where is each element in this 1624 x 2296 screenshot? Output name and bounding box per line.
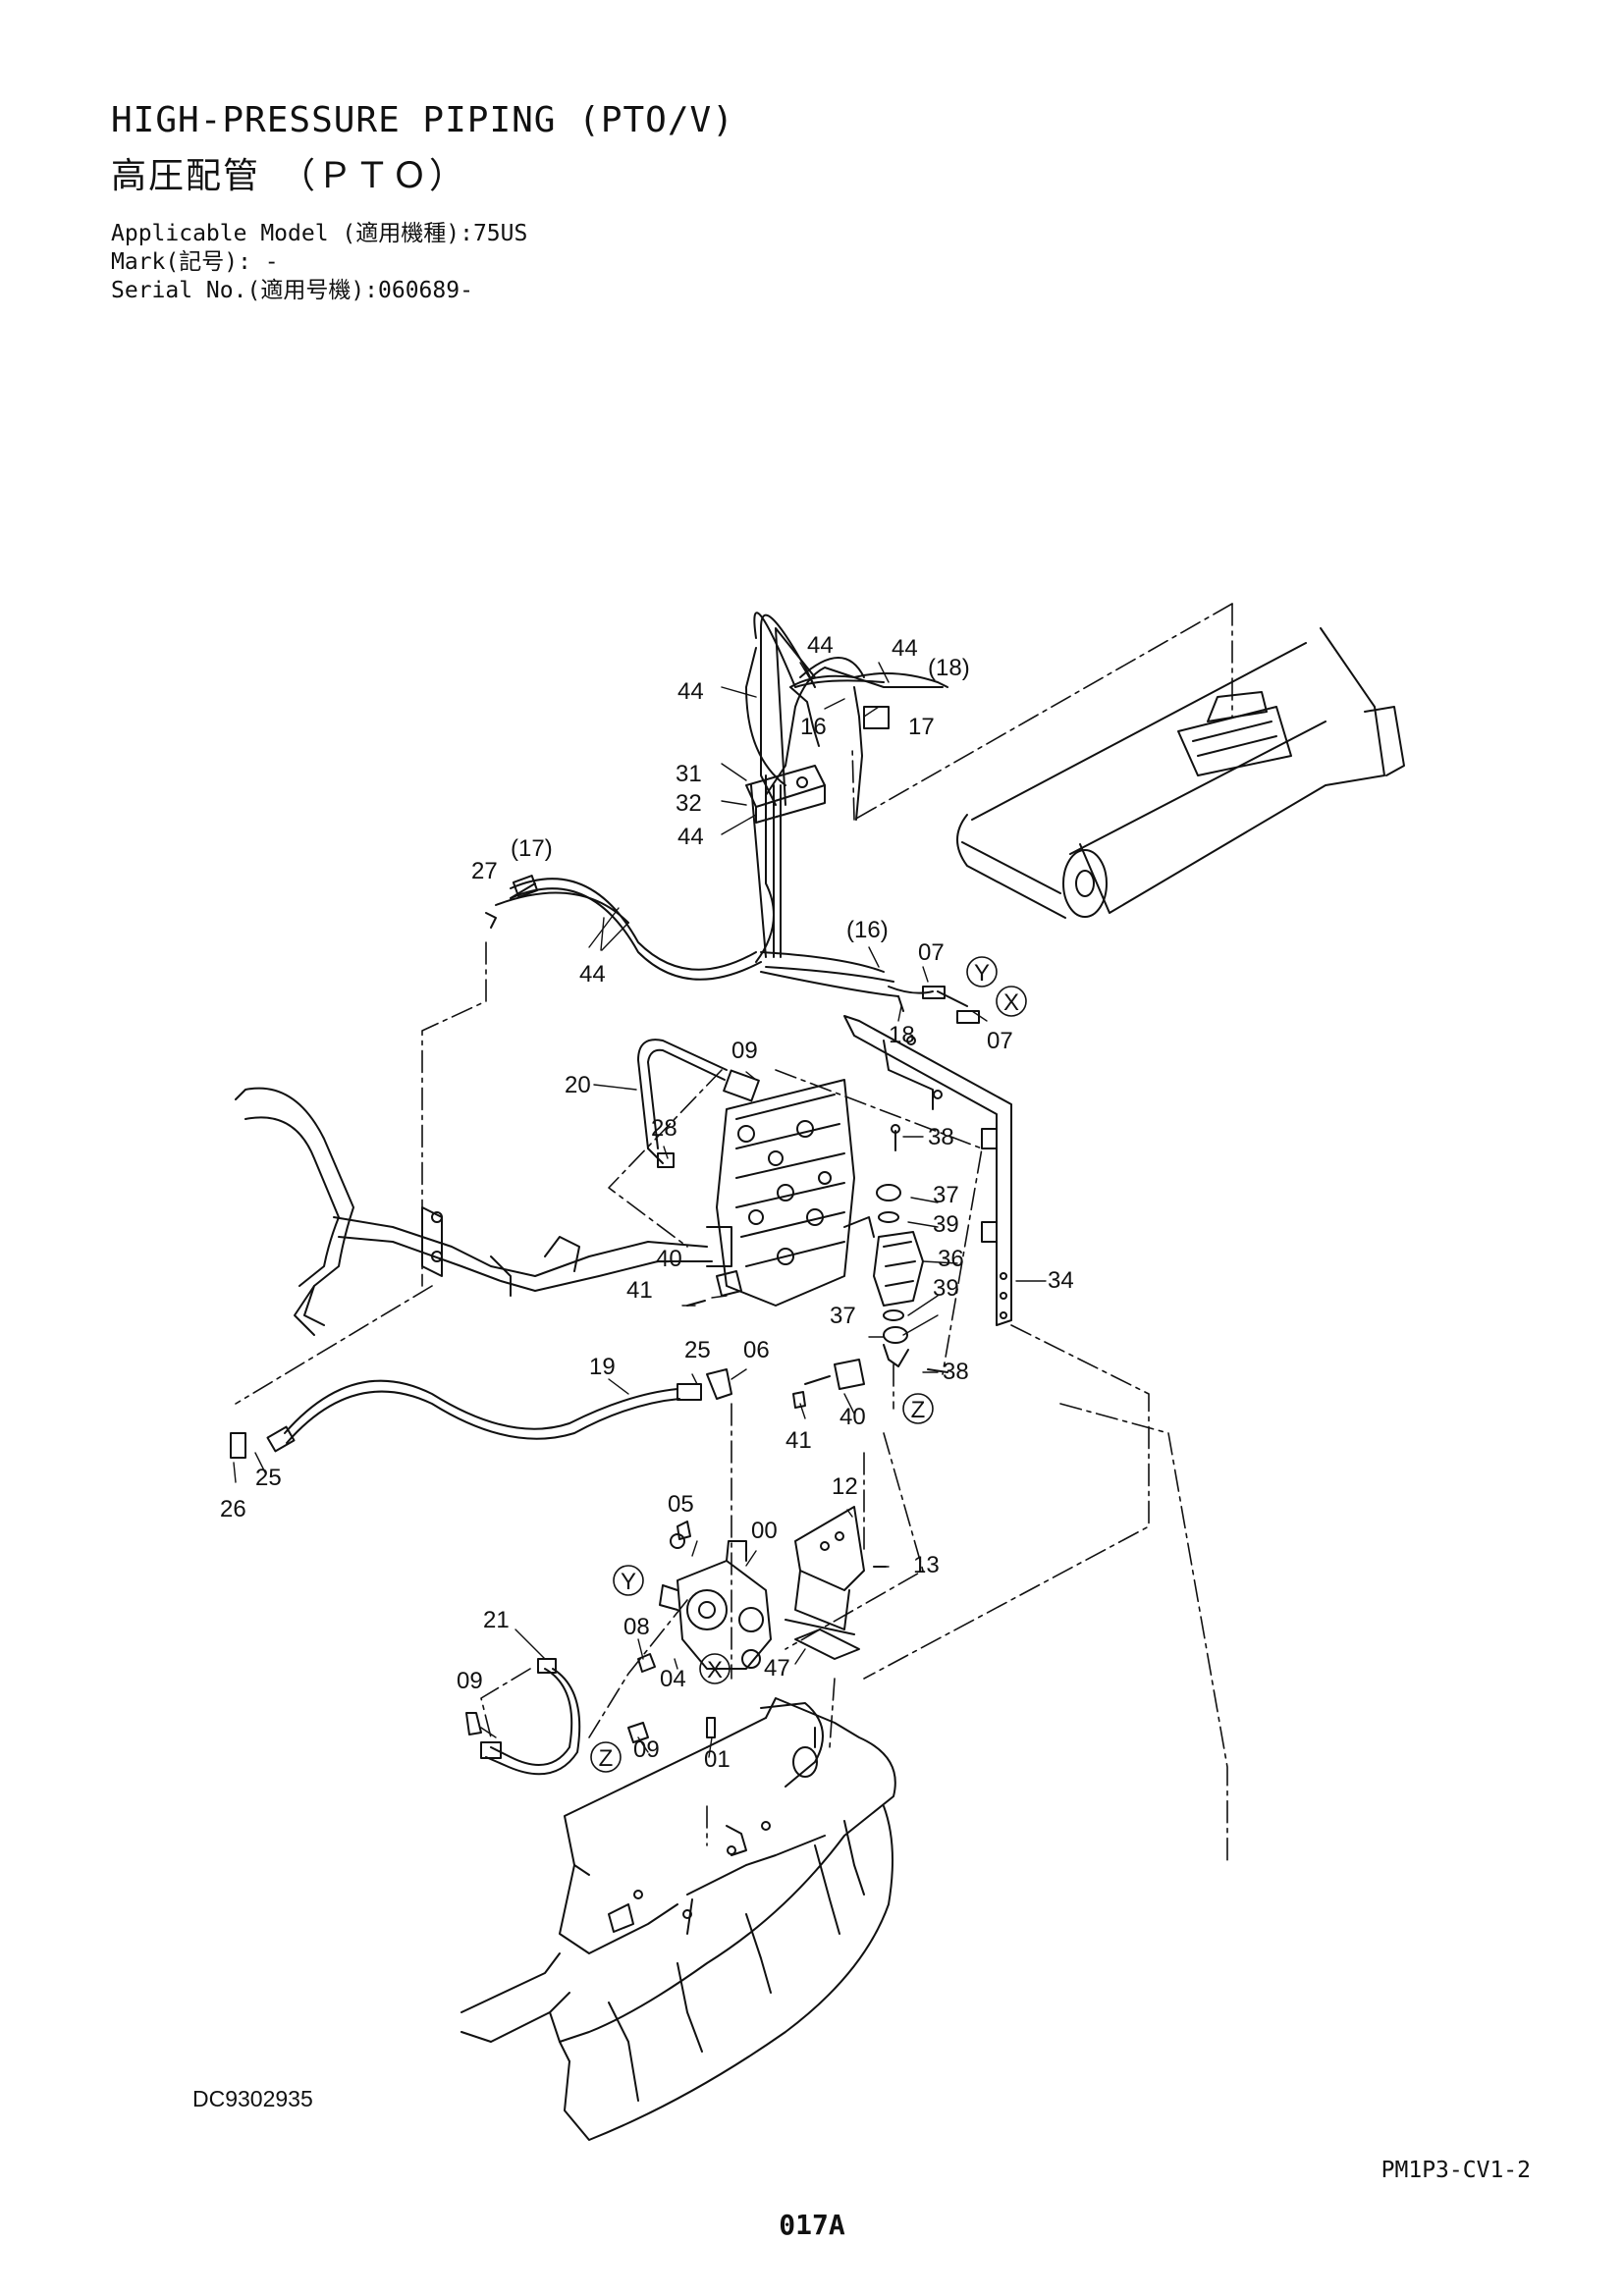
- pipe-20: [637, 1039, 760, 1168]
- bracket-34: [843, 1015, 1012, 1326]
- page-title: HIGH-PRESSURE PIPING (PTO/V): [111, 100, 734, 140]
- callout-18-ref: (18): [928, 655, 970, 681]
- callout-00: 00: [751, 1518, 778, 1544]
- control-valve: [716, 1079, 875, 1307]
- leader-lines: [235, 603, 1233, 1866]
- callout-01: 01: [704, 1746, 731, 1773]
- callout-labels: 44 44 (18) 44 16 17 31 32 44 27 (17) 44 …: [220, 632, 1074, 1773]
- callout-18: 18: [889, 1022, 915, 1048]
- callout-41: 41: [626, 1277, 653, 1304]
- callout-39: 39: [933, 1275, 959, 1302]
- small-fittings: [627, 1391, 806, 1743]
- boom-drawing: [956, 627, 1405, 919]
- callout-08: 08: [623, 1614, 650, 1640]
- callout-27: 27: [471, 858, 498, 884]
- callout-44: 44: [677, 678, 704, 705]
- callout-38: 38: [943, 1359, 969, 1385]
- callout-39: 39: [933, 1211, 959, 1238]
- callout-06: 06: [743, 1337, 770, 1363]
- port-x-label: X: [707, 1657, 723, 1683]
- callout-40: 40: [656, 1246, 682, 1272]
- brackets-40: [686, 1270, 865, 1390]
- serial-number: Serial No.(適用号機):060689-: [111, 278, 473, 303]
- callout-09: 09: [457, 1668, 483, 1694]
- callout-40: 40: [839, 1404, 866, 1430]
- callout-16: 16: [800, 714, 827, 740]
- drawing-number: DC9302935: [192, 2086, 313, 2111]
- counterweight-frame: [460, 1697, 896, 2141]
- callout-13: 13: [913, 1552, 940, 1578]
- callout-leaders: [233, 662, 1047, 1758]
- callout-32: 32: [676, 790, 702, 817]
- port-y-label: Y: [621, 1569, 636, 1595]
- callout-36: 36: [938, 1246, 964, 1272]
- callout-44: 44: [677, 824, 704, 850]
- sheet-code: PM1P3-CV1-2: [1380, 2158, 1531, 2183]
- port-y-label: Y: [974, 960, 990, 987]
- callout-31: 31: [676, 761, 702, 787]
- callout-09: 09: [633, 1736, 660, 1763]
- callout-05: 05: [668, 1491, 694, 1518]
- callout-37: 37: [933, 1182, 959, 1208]
- callout-44: 44: [807, 632, 834, 659]
- callout-28: 28: [651, 1115, 677, 1142]
- callout-16-ref: (16): [846, 917, 889, 943]
- callout-19: 19: [589, 1354, 616, 1380]
- callout-26: 26: [220, 1496, 246, 1522]
- bracket-12: [785, 1506, 887, 1660]
- callout-25: 25: [684, 1337, 711, 1363]
- port-x-label: X: [1003, 989, 1019, 1016]
- callout-44: 44: [579, 961, 606, 988]
- applicable-model: Applicable Model (適用機種):75US: [111, 221, 528, 246]
- callout-07: 07: [918, 939, 945, 966]
- port-circles: [590, 956, 1027, 1773]
- callout-34: 34: [1048, 1267, 1074, 1294]
- callout-25: 25: [255, 1465, 282, 1491]
- callout-44: 44: [892, 635, 918, 662]
- callout-37: 37: [830, 1303, 856, 1329]
- port-z-label: Z: [599, 1745, 614, 1772]
- page-number: 017A: [779, 2209, 845, 2241]
- callout-12: 12: [832, 1473, 858, 1500]
- callout-47: 47: [764, 1655, 790, 1682]
- page-title-japanese: 高圧配管 （ＰＴＯ）: [111, 156, 467, 196]
- hose-19: [230, 1368, 732, 1459]
- port-z-label: Z: [911, 1397, 926, 1423]
- port-labels: Y X Z Y X Z: [599, 960, 1019, 1772]
- callout-04: 04: [660, 1666, 686, 1692]
- callout-09: 09: [731, 1038, 758, 1064]
- callout-17-ref: (17): [511, 835, 553, 862]
- callout-20: 20: [565, 1072, 591, 1098]
- fittings-07-18: [888, 986, 980, 1024]
- hose-21: [465, 1658, 581, 1776]
- upper-pipe-bundle: [510, 612, 948, 997]
- manual-valve: [659, 1533, 772, 1670]
- mark: Mark(記号): -: [111, 249, 279, 275]
- callout-41: 41: [785, 1427, 812, 1454]
- callout-17: 17: [908, 714, 935, 740]
- solenoid-valve: [873, 1124, 948, 1373]
- callout-38: 38: [928, 1124, 954, 1150]
- callout-07: 07: [987, 1028, 1013, 1054]
- callout-21: 21: [483, 1607, 510, 1633]
- frame-piping: [235, 1087, 732, 1336]
- hose-17: [485, 875, 629, 929]
